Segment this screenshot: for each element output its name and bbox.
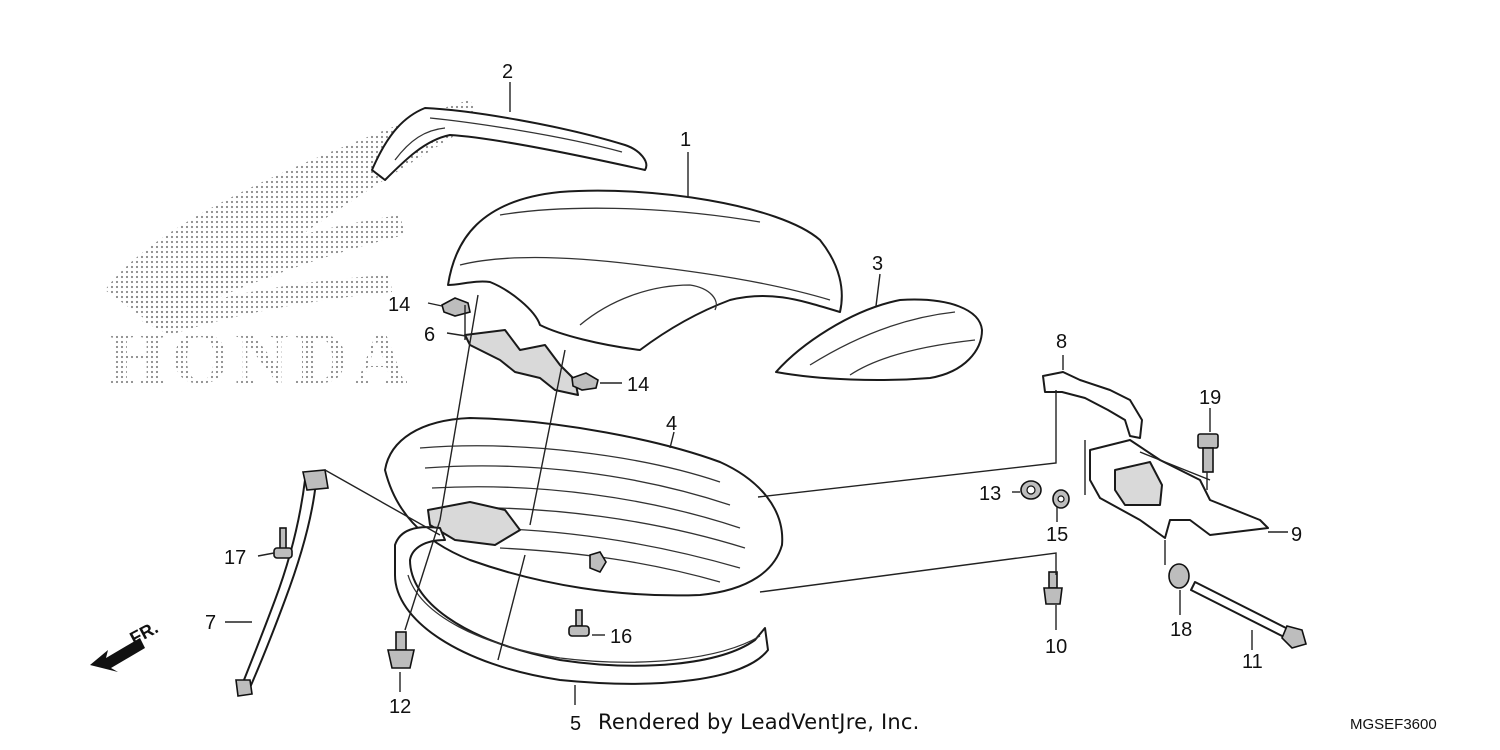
assembly-lines bbox=[324, 294, 1211, 661]
callout-11: 11 bbox=[1242, 651, 1263, 673]
diagram-code: MGSEF3600 bbox=[1350, 716, 1437, 733]
callout-13: 13 bbox=[979, 483, 1001, 505]
callout-15: 15 bbox=[1046, 524, 1068, 546]
callout-14-upper: 14 bbox=[388, 294, 410, 316]
part-5-seal bbox=[394, 526, 769, 685]
part-15-washer bbox=[1052, 489, 1070, 509]
part-17-screw bbox=[273, 527, 293, 559]
callout-12: 12 bbox=[389, 696, 411, 718]
part-11-long-bolt bbox=[1190, 581, 1307, 649]
honda-logo-text: HONDA bbox=[108, 318, 413, 400]
callout-10: 10 bbox=[1045, 636, 1067, 658]
part-12-pin bbox=[387, 631, 415, 669]
part-3-lid-pad bbox=[775, 298, 983, 381]
part-9-latch-bracket bbox=[1089, 439, 1269, 539]
part-18-washer bbox=[1168, 563, 1190, 589]
part-4-inner-lid bbox=[384, 417, 784, 597]
render-credit: Rendered by LeadVentJre, Inc. bbox=[598, 710, 920, 734]
part-6-hinge-bracket bbox=[464, 329, 579, 396]
callout-18: 18 bbox=[1170, 619, 1192, 641]
part-2-top-trim bbox=[371, 107, 648, 181]
callout-6: 6 bbox=[424, 324, 435, 346]
part-14-clip-lower bbox=[571, 372, 599, 391]
part-19-bolt bbox=[1197, 433, 1219, 473]
callout-leaders bbox=[225, 82, 1288, 705]
callout-7: 7 bbox=[205, 612, 216, 634]
callout-8: 8 bbox=[1056, 331, 1067, 353]
callout-1: 1 bbox=[680, 129, 691, 151]
part-8-latch-stay bbox=[1042, 371, 1143, 439]
callout-14-lower: 14 bbox=[627, 374, 649, 396]
part-14-clip-upper bbox=[441, 297, 471, 317]
part-16-screw bbox=[568, 609, 590, 637]
part-1-top-cover bbox=[447, 189, 843, 351]
callout-2: 2 bbox=[502, 61, 513, 83]
part-10-screw bbox=[1043, 571, 1063, 605]
part-7-stay-strap bbox=[235, 469, 329, 697]
callout-17: 17 bbox=[224, 547, 246, 569]
callout-19: 19 bbox=[1199, 387, 1221, 409]
callout-3: 3 bbox=[872, 253, 883, 275]
part-13-nut bbox=[1020, 480, 1042, 500]
callout-5: 5 bbox=[570, 713, 581, 735]
front-arrow-icon bbox=[90, 638, 145, 672]
callout-4: 4 bbox=[666, 413, 677, 435]
front-direction-marker: FR. bbox=[90, 617, 161, 672]
callout-16: 16 bbox=[610, 626, 632, 648]
callout-9: 9 bbox=[1291, 524, 1302, 546]
